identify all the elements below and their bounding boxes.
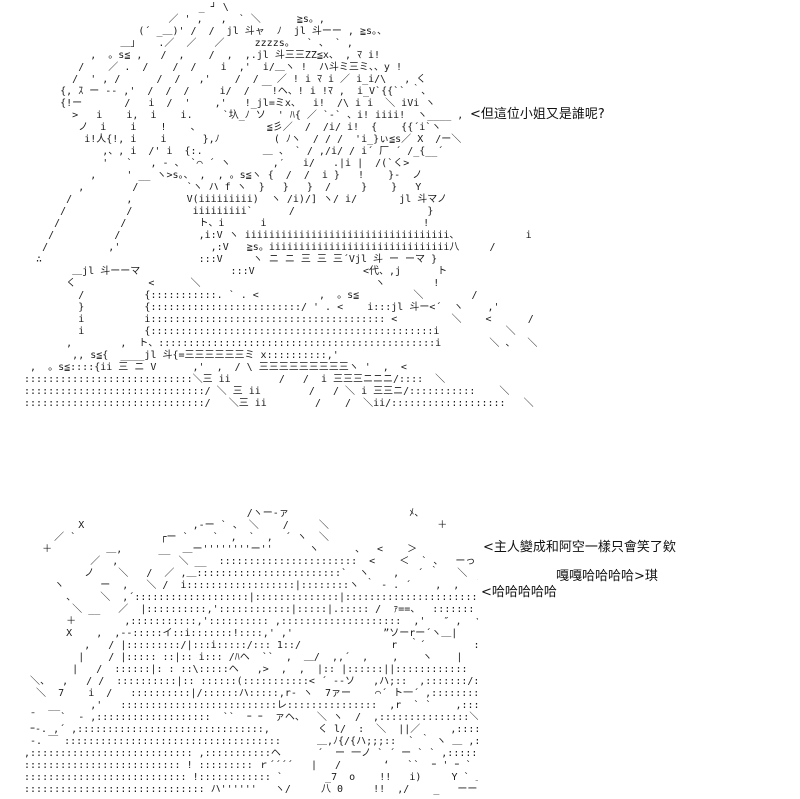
dialogue-line-4: <哈哈哈哈哈 — [481, 585, 557, 600]
ascii-art-upper-figure: _ ┘ \ ／ ' , , ` ＼ ≧s。, (´ _＿)' / / jl 斗ャ… — [24, 2, 538, 409]
ascii-art-lower-figure: /ヽー-ァ ﾒ、 X ,-ー ` 、 ＼ / ＼ ＋ ／ ` ┌ー ` ` , … — [24, 508, 478, 795]
dialogue-line-2: <主人變成和阿空一樣只會笑了欸 — [483, 540, 676, 555]
dialogue-line-3: 嘎嘎哈哈哈哈>琪 — [556, 569, 658, 584]
dialogue-line-1: <但這位小姐又是誰呢? — [470, 107, 605, 122]
